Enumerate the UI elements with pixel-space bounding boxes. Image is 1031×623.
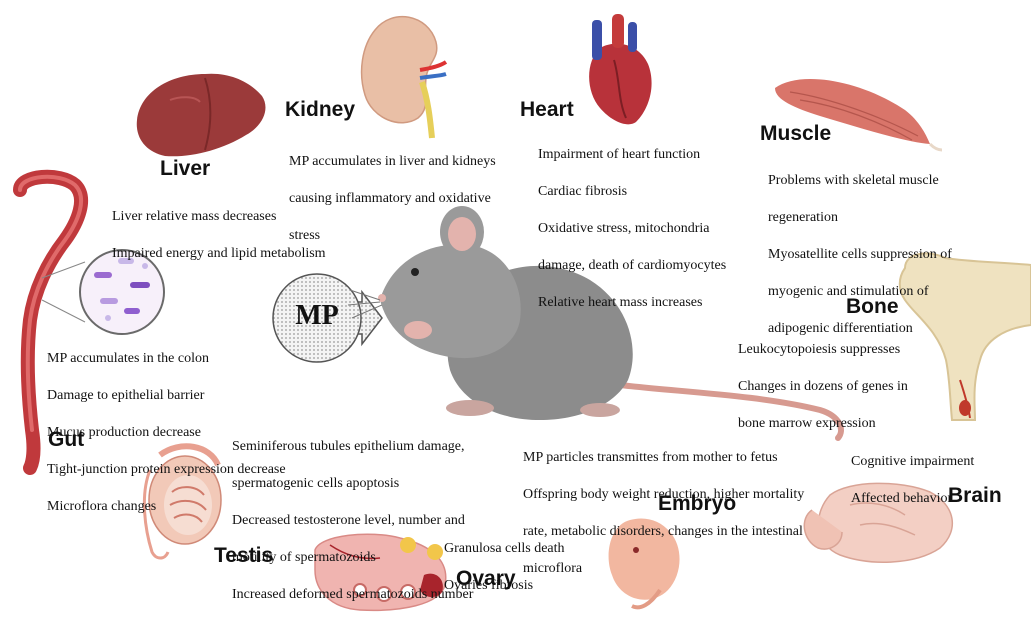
testis-effect: spermatogenic cells apoptosis <box>232 475 473 494</box>
heart-effect: Oxidative stress, mitochondria <box>538 220 726 239</box>
testis-effect: motility of spermatozoids <box>232 549 473 568</box>
gut-effect: MP accumulates in the colon <box>47 350 286 369</box>
testis-effect: Seminiferous tubules epithelium damage, <box>232 438 473 457</box>
bone-effect: Leukocytopoiesis suppresses <box>738 341 908 360</box>
embryo-effect: rate, metabolic disorders, changes in th… <box>523 523 804 542</box>
heart-effect: Impairment of heart function <box>538 146 726 165</box>
liver-icon <box>137 74 266 157</box>
testis-effect: Decreased testosterone level, number and <box>232 512 473 531</box>
bone-effect: Changes in dozens of genes in <box>738 378 908 397</box>
brain-effect: Affected behavior <box>851 490 974 509</box>
muscle-effect: Myosatellite cells suppression of <box>768 246 952 265</box>
kidney-effects: MP accumulates in liver and kidneys caus… <box>289 134 496 264</box>
bone-title: Bone <box>846 295 899 319</box>
heart-title: Heart <box>520 98 574 122</box>
heart-effect: damage, death of cardiomyocytes <box>538 257 726 276</box>
embryo-effects: MP particles transmittes from mother to … <box>523 430 804 597</box>
embryo-effect: Offspring body weight reduction, higher … <box>523 486 804 505</box>
kidney-effect: causing inflammatory and oxidative <box>289 190 496 209</box>
liver-title: Liver <box>160 157 210 181</box>
heart-icon <box>589 14 651 124</box>
gut-effect: Damage to epithelial barrier <box>47 387 286 406</box>
embryo-effect: microflora <box>523 560 804 579</box>
muscle-effect: Problems with skeletal muscle <box>768 172 952 191</box>
heart-effect: Cardiac fibrosis <box>538 183 726 202</box>
embryo-effect: MP particles transmittes from mother to … <box>523 449 804 468</box>
kidney-effect: MP accumulates in liver and kidneys <box>289 153 496 172</box>
mp-label: MP <box>280 300 354 332</box>
brain-effects: Cognitive impairment Affected behavior <box>851 434 974 527</box>
muscle-title: Muscle <box>760 122 831 146</box>
heart-effect: Relative heart mass increases <box>538 294 726 313</box>
brain-effect: Cognitive impairment <box>851 453 974 472</box>
heart-effects: Impairment of heart function Cardiac fib… <box>538 127 726 331</box>
kidney-title: Kidney <box>285 98 355 122</box>
testis-effect: Increased deformed spermatozoids number <box>232 586 473 605</box>
muscle-effect: regeneration <box>768 209 952 228</box>
kidney-icon <box>362 17 446 138</box>
testis-effects: Seminiferous tubules epithelium damage, … <box>232 419 473 623</box>
kidney-effect: stress <box>289 227 496 246</box>
